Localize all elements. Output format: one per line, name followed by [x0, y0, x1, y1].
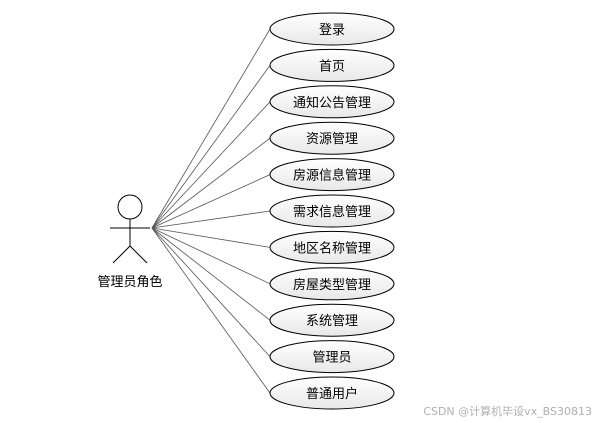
association-line [151, 65, 271, 229]
actor-right-leg [129, 245, 148, 264]
association-line [151, 210, 271, 229]
association-line [151, 227, 271, 285]
use-cases: 登录首页通知公告管理资源管理房源信息管理需求信息管理地区名称管理房屋类型管理系统… [269, 12, 395, 410]
association-line [151, 227, 271, 248]
use-case-label: 登录 [319, 23, 345, 38]
use-case-label: 普通用户 [306, 386, 358, 402]
use-case-ellipse [269, 267, 395, 301]
use-case: 管理员 [269, 340, 395, 374]
use-case-ellipse [269, 230, 395, 264]
use-case-label: 房屋类型管理 [293, 277, 371, 293]
association-line [151, 101, 271, 229]
use-case: 房源信息管理 [269, 158, 395, 192]
use-case-ellipse [269, 121, 395, 155]
use-case-ellipse [269, 158, 395, 192]
use-case: 首页 [269, 48, 395, 82]
association-lines [151, 28, 271, 394]
use-case-label: 通知公告管理 [293, 95, 371, 111]
use-case: 资源管理 [269, 121, 395, 155]
use-case-ellipse [269, 48, 395, 82]
use-case-ellipse [269, 85, 395, 119]
use-case: 地区名称管理 [269, 230, 395, 264]
association-line [151, 227, 271, 357]
use-case: 登录 [269, 12, 395, 46]
use-case: 通知公告管理 [269, 85, 395, 119]
use-case-ellipse [269, 303, 395, 337]
association-line [151, 174, 271, 229]
actor: 管理员角色 [97, 194, 163, 290]
use-case-label: 首页 [319, 59, 345, 74]
use-case-label: 资源管理 [306, 132, 358, 147]
use-case-ellipse [269, 12, 395, 46]
use-case-label: 系统管理 [306, 314, 358, 329]
use-case-label: 需求信息管理 [293, 204, 371, 220]
use-case: 普通用户 [269, 376, 395, 410]
use-case-label: 管理员 [312, 351, 351, 366]
use-case: 需求信息管理 [269, 194, 395, 228]
use-case-label: 地区名称管理 [293, 240, 371, 256]
use-case-ellipse [269, 340, 395, 374]
actor-label: 管理员角色 [97, 274, 162, 290]
actor-head [117, 194, 143, 220]
association-line [151, 227, 271, 394]
use-case: 系统管理 [269, 303, 395, 337]
use-case-label: 房源信息管理 [293, 168, 371, 184]
actor-left-leg [112, 245, 131, 264]
use-case-ellipse [269, 376, 395, 410]
association-line [151, 227, 271, 321]
watermark: CSDN @计算机毕设vx_BS30813 [423, 405, 592, 418]
association-line [151, 137, 271, 229]
use-case: 房屋类型管理 [269, 267, 395, 301]
association-line [151, 28, 271, 229]
use-case-ellipse [269, 194, 395, 228]
